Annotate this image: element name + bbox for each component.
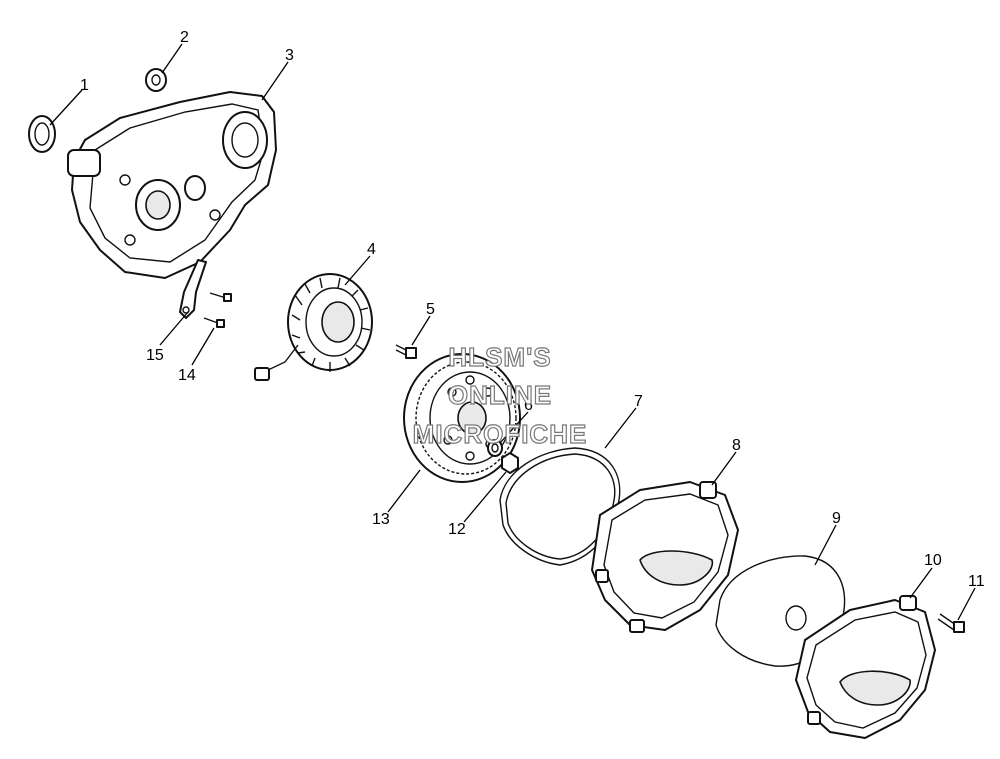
leader-12	[463, 471, 507, 523]
leader-10	[909, 567, 933, 599]
callout-8: 8	[732, 437, 741, 454]
callout-5: 5	[426, 301, 435, 318]
part-11-bolt	[937, 613, 965, 633]
leader-5	[411, 315, 431, 346]
part-12-nut	[501, 452, 519, 474]
watermark-line-2: ONLINE	[448, 380, 552, 410]
part-15-bracket	[179, 259, 207, 319]
leader-7	[604, 407, 637, 449]
leader-6	[499, 411, 529, 444]
callout-7: 7	[634, 393, 643, 410]
callout-4: 4	[367, 241, 376, 258]
callout-15: 15	[146, 347, 164, 364]
callout-3: 3	[285, 47, 294, 64]
leader-15	[159, 311, 189, 346]
part-14-screws	[203, 292, 232, 328]
callout-13: 13	[372, 511, 390, 528]
watermark-line-3: MICROFICHE	[413, 419, 588, 449]
callout-9: 9	[832, 510, 841, 527]
callout-2: 2	[180, 29, 189, 46]
leader-14	[191, 327, 215, 366]
part-4-stator	[254, 273, 373, 381]
callout-14: 14	[178, 367, 196, 384]
leader-3	[261, 61, 289, 101]
leader-lines	[49, 43, 976, 621]
callout-labels: 1 2 3 4 5 6 7 8 9 10 11 12 13 14 15	[80, 29, 985, 590]
part-2-washer	[145, 68, 167, 92]
leader-1	[49, 89, 83, 126]
callout-1: 1	[80, 77, 89, 94]
watermark-line-1: HLSM'S	[448, 342, 551, 372]
leader-11	[957, 587, 976, 621]
callout-12: 12	[448, 521, 466, 538]
leader-4	[344, 255, 371, 286]
callout-11: 11	[968, 573, 985, 590]
part-5-bolt	[395, 344, 417, 359]
leader-13	[387, 469, 421, 513]
part-6-washer	[487, 439, 503, 457]
part-10-outer-cover	[795, 595, 936, 739]
leader-9	[814, 524, 837, 566]
leader-8	[711, 451, 737, 486]
watermark: HLSM'S ONLINE MICROFICHE	[412, 341, 588, 449]
callout-6: 6	[524, 397, 533, 414]
part-3-housing	[67, 91, 277, 279]
callout-10: 10	[924, 552, 942, 569]
part-1-seal	[28, 115, 56, 153]
leader-2	[161, 43, 183, 74]
part-8-cover	[591, 481, 739, 633]
